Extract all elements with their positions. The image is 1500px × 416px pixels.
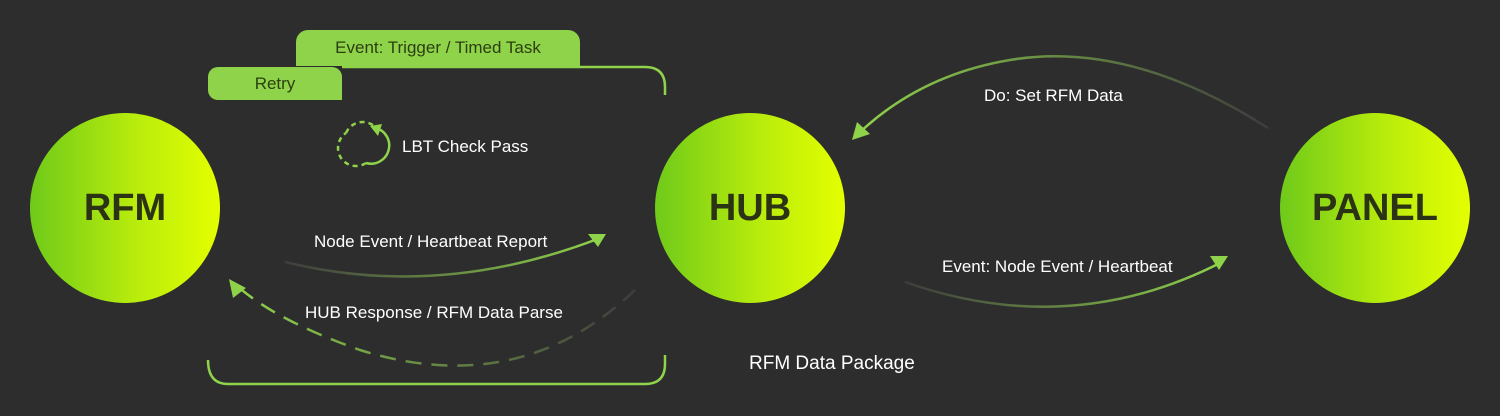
arrow-head-do-set-data: [852, 122, 870, 140]
arrow-head-hub-response: [229, 279, 246, 298]
hub-node-label: HUB: [708, 186, 792, 229]
container-frame-top: [342, 65, 667, 95]
arrow-event-node-heartbeat: [904, 260, 1223, 308]
node-event-report-label: Node Event / Heartbeat Report: [314, 232, 548, 251]
retry-label: Retry: [254, 73, 296, 93]
event-node-heartbeat-label: Event: Node Event / Heartbeat: [942, 257, 1173, 276]
arrow-head-event-node-heartbeat: [1210, 256, 1228, 270]
arrow-hub-response: [235, 284, 636, 367]
retry-tab: Retry: [208, 67, 342, 100]
event-trigger-tab: Event: Trigger / Timed Task: [296, 30, 580, 66]
container-frame-bottom: [206, 355, 667, 386]
panel-node: PANEL: [1280, 113, 1470, 303]
lbt-check-label: LBT Check Pass: [402, 137, 529, 156]
rfm-node-label: RFM: [83, 186, 167, 229]
hub-response-label: HUB Response / RFM Data Parse: [305, 303, 563, 322]
arrow-node-event-report: [284, 236, 601, 278]
arrow-do-set-data: [857, 55, 1269, 135]
arrow-head-node-event-report: [588, 234, 606, 247]
do-set-data-label: Do: Set RFM Data: [984, 86, 1123, 105]
hub-node: HUB: [655, 113, 845, 303]
rfm-node: RFM: [30, 113, 220, 303]
panel-node-label: PANEL: [1312, 186, 1438, 229]
data-package-label: RFM Data Package: [749, 353, 915, 374]
refresh-icon: [336, 120, 391, 168]
event-trigger-label: Event: Trigger / Timed Task: [335, 38, 541, 57]
